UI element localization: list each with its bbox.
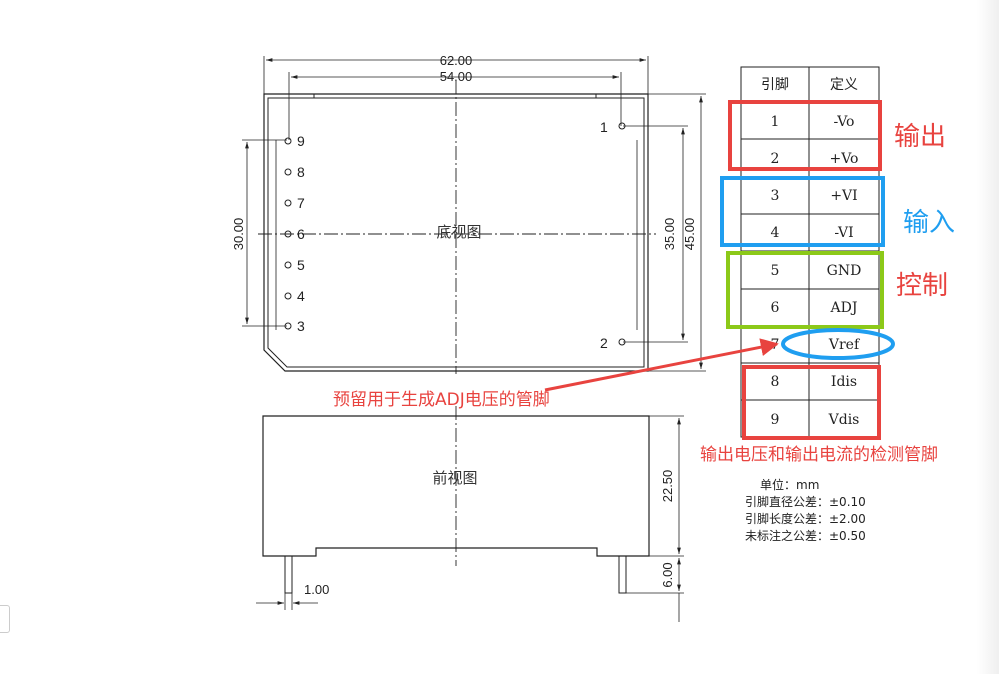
tolerance-line: 单位：mm — [760, 477, 819, 492]
table-cell-pin: 1 — [771, 114, 780, 130]
table-cell-def: Idis — [831, 374, 857, 390]
front-body-outline — [262, 415, 650, 557]
bottom-view-label: 底视图 — [436, 223, 481, 241]
dim-body-height: 22.50 — [660, 470, 675, 503]
table-cell-pin: 3 — [771, 188, 780, 204]
pin-label: 2 — [600, 335, 608, 351]
pin-hole — [284, 322, 292, 330]
table-cell-def: -VI — [834, 225, 853, 241]
tolerance-line: 引脚长度公差：±2.00 — [745, 511, 866, 526]
table-cell-def: ADJ — [830, 300, 858, 316]
pin-label: 8 — [297, 164, 305, 180]
group-label-control: 控制 — [896, 271, 948, 301]
vref-highlight-ellipse — [781, 328, 895, 360]
group-label-input: 输入 — [903, 208, 955, 238]
dim-pin-row-height: 30.00 — [231, 218, 246, 251]
outline-inner — [267, 97, 645, 368]
pin-hole — [618, 122, 626, 130]
input-highlight-box — [720, 176, 885, 247]
table-cell-def: Vref — [828, 337, 861, 353]
pin-label: 6 — [297, 226, 305, 242]
outline-outer — [263, 93, 649, 372]
table-cell-pin: 6 — [771, 300, 780, 316]
inner-frame — [275, 140, 638, 330]
dim-pin-span-width: 54.00 — [440, 69, 473, 84]
table-header-definition: 定义 — [830, 77, 858, 93]
pin-label: 9 — [297, 133, 305, 149]
pin-label: 1 — [600, 119, 608, 135]
left-pin-column: 9 8 7 6 5 4 3 — [284, 133, 305, 334]
pin-label: 5 — [297, 257, 305, 273]
detect-highlight-box — [742, 365, 881, 440]
front-pin-right — [618, 555, 627, 594]
pin-hole — [618, 338, 626, 346]
table-cell-def: GND — [827, 263, 862, 279]
bottom-view: 62.00 54.00 30.00 35.00 45.00 底视图 9 8 7 — [231, 53, 706, 374]
front-view: 前视图 22.50 6.00 1.00 — [256, 406, 684, 622]
table-cell-def: Vdis — [828, 412, 860, 428]
table-cell-def: -Vo — [834, 114, 855, 130]
front-view-label: 前视图 — [432, 469, 477, 487]
table-cell-def: +Vo — [830, 151, 859, 167]
dim-overall-width: 62.00 — [440, 53, 473, 68]
table-cell-pin: 5 — [771, 263, 780, 279]
pin-hole — [284, 230, 292, 238]
table-cell-def: +VI — [830, 188, 857, 204]
table-cell-pin: 9 — [771, 412, 780, 428]
group-label-output: 输出 — [894, 122, 946, 152]
control-highlight-box — [726, 251, 884, 329]
output-highlight-box — [728, 100, 882, 171]
pin-label: 4 — [297, 288, 305, 304]
tolerance-notes: 单位：mm 引脚直径公差：±0.10 引脚长度公差：±2.00 未标注之公差：±… — [745, 477, 866, 543]
dim-pin-length: 6.00 — [660, 562, 675, 587]
vref-arrow — [544, 338, 779, 392]
pin-hole — [284, 261, 292, 269]
highlight-annotations: 输出 输入 控制 预留用于生成ADJ电压的管脚 输出电压和输出电流的检测管脚 — [333, 100, 955, 465]
dim-pin-column-height: 35.00 — [662, 218, 677, 251]
detect-note: 输出电压和输出电流的检测管脚 — [700, 445, 938, 465]
pin-label: 7 — [297, 195, 305, 211]
dim-overall-height: 45.00 — [682, 218, 697, 251]
front-pin-left — [284, 555, 293, 594]
pin-label: 3 — [297, 318, 305, 334]
page-edge-shade — [977, 0, 999, 674]
table-cell-pin: 4 — [771, 225, 780, 241]
pin-hole — [284, 199, 292, 207]
tolerance-line: 未标注之公差：±0.50 — [745, 528, 866, 543]
table-cell-pin: 8 — [771, 374, 780, 390]
tolerance-line: 引脚直径公差：±0.10 — [745, 494, 866, 509]
dim-pin-diameter: 1.00 — [304, 582, 329, 597]
pin-hole — [284, 168, 292, 176]
page-edge-tab[interactable] — [0, 605, 10, 633]
top-notches — [313, 94, 597, 98]
vref-note: 预留用于生成ADJ电压的管脚 — [333, 390, 550, 410]
pin-hole — [284, 137, 292, 145]
table-cell-pin: 2 — [771, 151, 780, 167]
pin-hole — [284, 292, 292, 300]
table-header-pin: 引脚 — [761, 77, 789, 93]
